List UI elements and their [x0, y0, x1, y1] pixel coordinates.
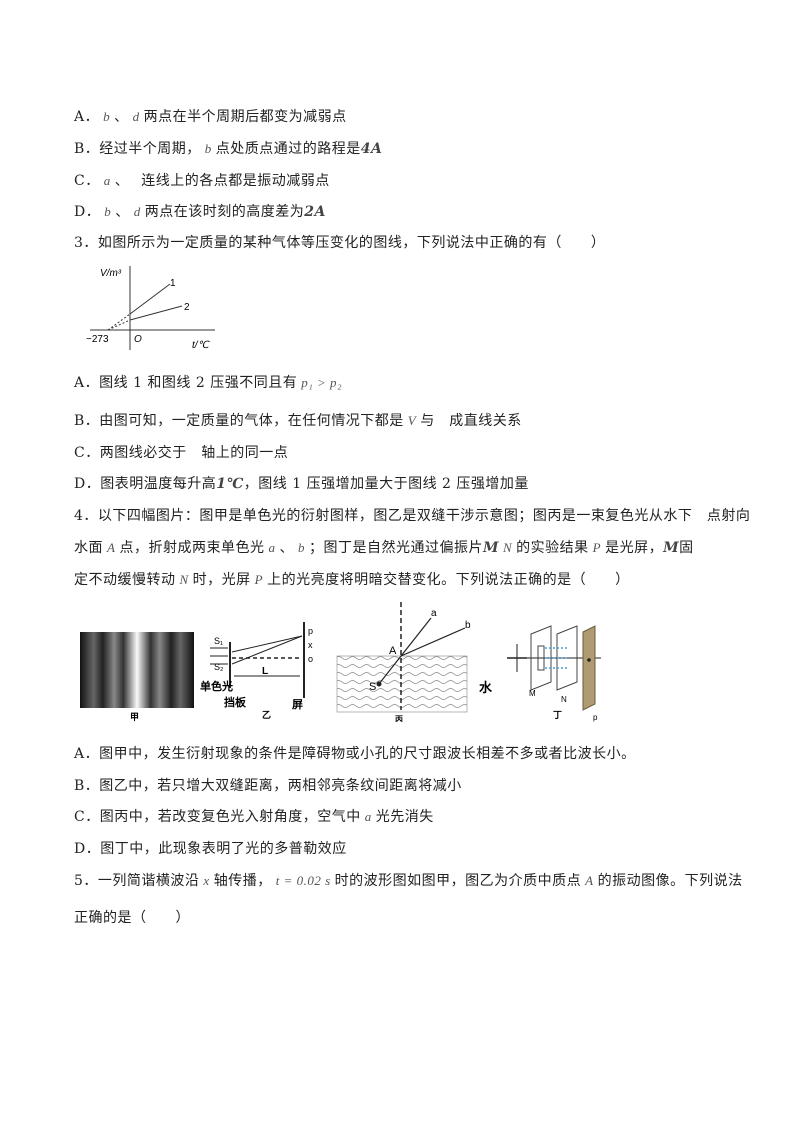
ray-b	[400, 627, 466, 657]
q2-option-c: C．a、连线上的各点都是振动减弱点	[74, 173, 330, 189]
graph-label-1: 1	[170, 278, 176, 289]
label-L: L	[262, 666, 268, 677]
light-spot	[587, 658, 591, 662]
label-jia: 甲	[130, 712, 139, 722]
label-ding: 丁	[553, 710, 562, 720]
ray-s2	[231, 635, 303, 665]
graph-line-2-extension	[107, 319, 131, 331]
graph-line-1-extension	[107, 313, 131, 331]
q4-stem-line1: 4．以下四幅图片：图甲是单色光的衍射图样，图乙是双缝干涉示意图；图丙是一束复色光…	[74, 508, 751, 524]
q3-graph: V/m³ 1 2 −273 O t/℃	[86, 266, 215, 351]
polarizer-m	[530, 625, 552, 691]
label-a: a	[431, 608, 437, 619]
q5-stem-line2: 正确的是（ ）	[74, 910, 190, 926]
polarizer-m-slit	[537, 645, 545, 671]
figure-jia: 甲	[80, 632, 194, 722]
label-bing: 丙	[395, 715, 403, 722]
label-N: N	[561, 695, 567, 704]
label-s2: S₂	[214, 662, 224, 672]
label-x: x	[308, 640, 313, 650]
q3-stem: 3．如图所示为一定质量的某种气体等压变化的图线，下列说法中正确的有（ ）	[74, 235, 606, 251]
point-s	[376, 681, 382, 687]
label-danse: 单色光	[200, 679, 233, 693]
ray-s1	[231, 635, 303, 653]
incident-ray	[378, 655, 402, 685]
label-s1: S₁	[214, 636, 223, 646]
label-o: o	[308, 654, 313, 664]
graph-line-1	[129, 283, 171, 315]
diffraction-pattern	[80, 632, 194, 708]
q4-option-d: D．图丁中，此现象表明了光的多普勒效应	[74, 841, 347, 857]
q3-option-c: C．两图线必交于 轴上的同一点	[74, 445, 289, 461]
q4-option-a: A．图甲中，发生衍射现象的条件是障碍物或小孔的尺寸跟波长相差不多或者比波长小。	[74, 746, 636, 762]
label-P: p	[593, 713, 598, 722]
screen-p	[582, 625, 596, 711]
label-ping: 屏	[292, 698, 303, 711]
q4-option-b: B．图乙中，若只增大双缝距离，两相邻亮条纹间距离将减小	[74, 778, 462, 794]
graph-origin: O	[134, 334, 142, 345]
ray-a	[400, 617, 432, 657]
label-p: p	[308, 626, 313, 636]
label-M: M	[529, 689, 536, 698]
graph-xlabel: t/℃	[192, 340, 211, 351]
label-dangban: 挡板	[224, 695, 247, 709]
graph-neg-label: −273	[86, 334, 109, 345]
label-shui: 水	[479, 680, 493, 695]
water-region	[336, 655, 468, 713]
label-yi: 乙	[262, 710, 271, 720]
label-b: b	[465, 620, 471, 631]
q3-option-d: D．图表明温度每升高1℃，图线 1 压强增加量大于图线 2 压强增加量	[74, 476, 529, 492]
polarizer-n	[556, 625, 578, 691]
graph-label-2: 2	[184, 302, 190, 313]
graph-ylabel: V/m³	[100, 268, 122, 279]
graph-line-2	[129, 305, 183, 321]
label-A: A	[389, 645, 397, 657]
figure-yi: S₁ S₂ p x o L 单色光 挡板 乙 屏	[200, 622, 313, 720]
label-S: S	[369, 681, 376, 693]
figure-ding: M N p 丁	[507, 625, 601, 722]
figure-bing: a b A S 水 丙	[336, 602, 493, 722]
